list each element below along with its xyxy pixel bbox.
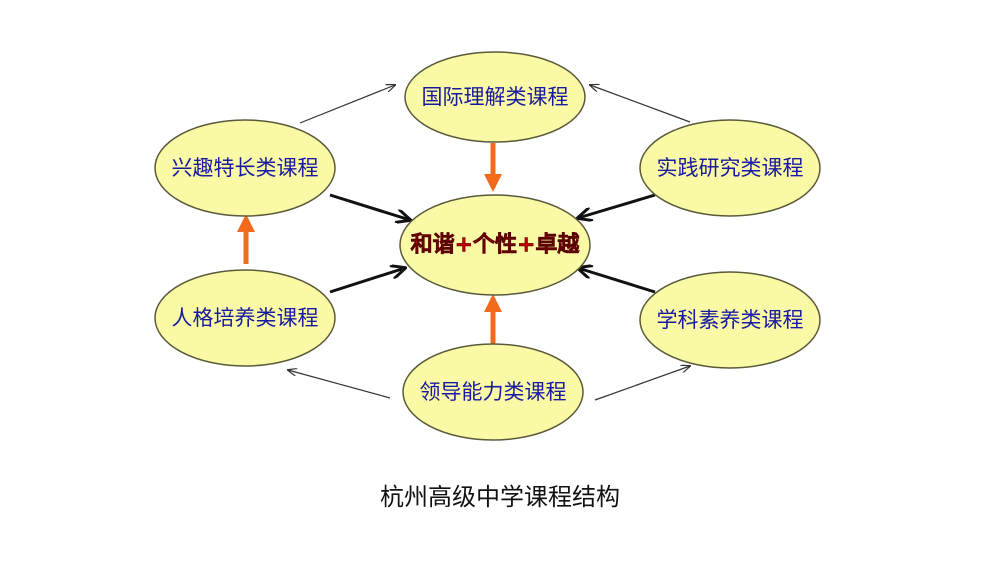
arrow-personality-to-center (329, 268, 405, 294)
arrow-interest-to-international (299, 85, 395, 124)
node-center: 和谐+个性+卓越 (399, 194, 591, 296)
node-label: 兴趣特长类课程 (172, 156, 319, 180)
center-label: 和谐+个性+卓越 (411, 233, 581, 258)
node-label: 学科素养类课程 (657, 308, 804, 332)
arrow-leadership-to-personality (288, 370, 391, 399)
node-label: 国际理解类课程 (422, 85, 569, 109)
arrow-interest-to-center (329, 193, 410, 220)
arrow-subject-to-center (578, 268, 656, 294)
node-interest: 兴趣特长类课程 (154, 119, 336, 217)
node-label: 领导能力类课程 (420, 380, 567, 404)
node-personality: 人格培养类课程 (154, 269, 336, 367)
arrow-practice-to-center (578, 193, 656, 218)
node-international: 国际理解类课程 (404, 51, 586, 143)
diagram-caption: 杭州高级中学课程结构 (380, 483, 620, 511)
node-label: 实践研究类课程 (657, 156, 804, 180)
node-leadership: 领导能力类课程 (402, 343, 584, 441)
node-practice: 实践研究类课程 (639, 119, 821, 217)
node-subject: 学科素养类课程 (639, 271, 821, 369)
arrow-practice-to-international (590, 85, 691, 123)
arrow-leadership-to-subject (594, 366, 690, 401)
node-label: 人格培养类课程 (172, 306, 319, 330)
